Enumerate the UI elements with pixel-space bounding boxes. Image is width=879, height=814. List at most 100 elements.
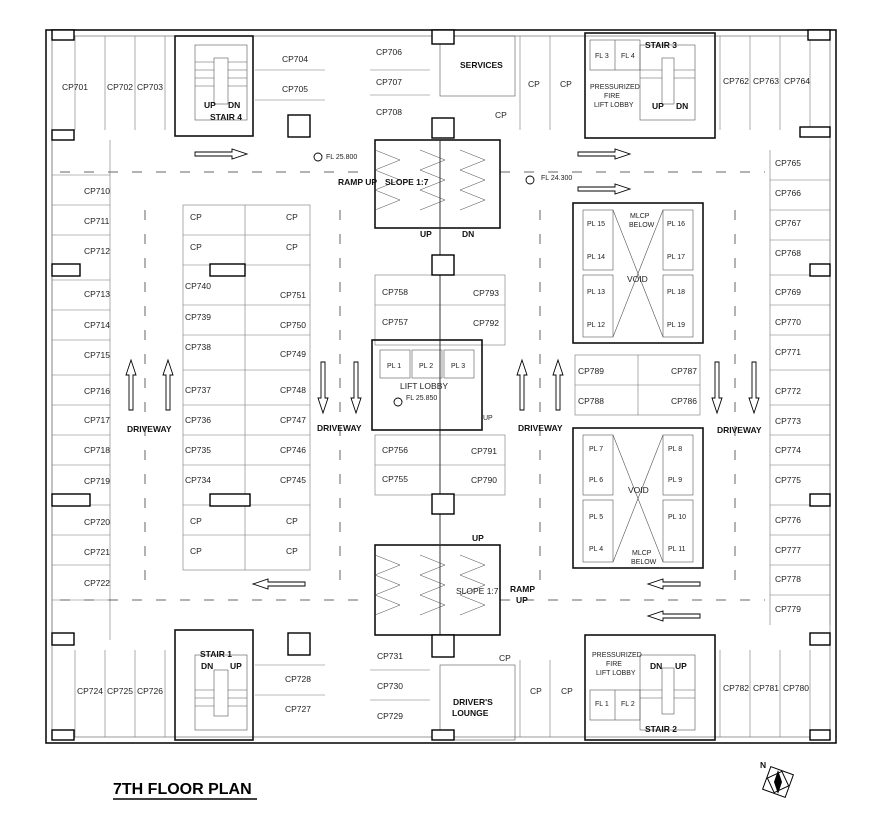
lane-markings (60, 171, 765, 601)
level-label: FL 25.850 (406, 395, 437, 402)
mid-right-bays (574, 354, 701, 416)
dn-label: DN (676, 101, 688, 111)
cp-label: CP746 (280, 445, 306, 455)
lift-label: PL 2 (419, 363, 433, 370)
void-lift-label: PL 17 (667, 254, 685, 261)
cp-label: CP788 (578, 396, 604, 406)
cp-label: CP725 (107, 686, 133, 696)
void-bottom (572, 427, 704, 569)
up-label: UP (483, 415, 493, 422)
cp-label: CP (499, 653, 511, 663)
cp-label: CP763 (753, 76, 779, 86)
cp-label: CP719 (84, 476, 110, 486)
cp-label: CP701 (62, 82, 88, 92)
stair-2-label: STAIR 2 (645, 724, 677, 734)
cp-label: CP750 (280, 320, 306, 330)
cp-label: CP710 (84, 186, 110, 196)
columns (51, 29, 831, 741)
cp-label: CP (286, 242, 298, 252)
driveway-label: DRIVEWAY (717, 425, 762, 435)
services-room (439, 35, 516, 97)
void-lift-label: PL 10 (668, 514, 686, 521)
cp-label: CP773 (775, 416, 801, 426)
mid-left-bays (182, 204, 311, 571)
cp-label: CP775 (775, 475, 801, 485)
fire-lift-label: FL 4 (621, 53, 635, 60)
cp-label: CP734 (185, 475, 211, 485)
cp-label: CP774 (775, 445, 801, 455)
cp-label: CP739 (185, 312, 211, 322)
cp-label: CP716 (84, 386, 110, 396)
cp-label: CP762 (723, 76, 749, 86)
cp-label: CP726 (137, 686, 163, 696)
stair-4-label: STAIR 4 (210, 112, 242, 122)
cp-label: CP (286, 546, 298, 556)
void-lift-label: PL 15 (587, 221, 605, 228)
level-marker-icon (313, 152, 323, 162)
cp-label: CP727 (285, 704, 311, 714)
cp-label: CP747 (280, 415, 306, 425)
stair-1-label: STAIR 1 (200, 649, 232, 659)
lift-label: PL 3 (451, 363, 465, 370)
void-lift-label: PL 9 (668, 477, 682, 484)
cp-label: CP705 (282, 84, 308, 94)
level-label: FL 24.300 (541, 175, 572, 182)
fire-lift-label: FL 1 (595, 701, 609, 708)
stair-1-core (174, 629, 254, 741)
cp-label: CP745 (280, 475, 306, 485)
dn-label: DN (228, 100, 240, 110)
cp-label: CP756 (382, 445, 408, 455)
cp-label: CP777 (775, 545, 801, 555)
void-label: VOID (627, 274, 648, 284)
cp-label: CP717 (84, 415, 110, 425)
cp-label: CP711 (84, 216, 110, 226)
cp-label: CP776 (775, 515, 801, 525)
dn-label: DN (462, 229, 474, 239)
cp-label: CP765 (775, 158, 801, 168)
void-lift-label: PL 5 (589, 514, 603, 521)
drawing-title: 7TH FLOOR PLAN (113, 781, 252, 798)
void-lift-label: PL 4 (589, 546, 603, 553)
cp-label: CP790 (471, 475, 497, 485)
dn-label: DN (201, 661, 213, 671)
cp-label: CP (495, 110, 507, 120)
services-label: SERVICES (460, 60, 503, 70)
ramp-label: RAMP UP (338, 177, 377, 187)
cp-label: CP748 (280, 385, 306, 395)
pressurized-label: FIRE (604, 93, 620, 100)
ramp-label: RAMP (510, 584, 535, 594)
cp-label: CP702 (107, 82, 133, 92)
cp-label: CP737 (185, 385, 211, 395)
cp-label: CP791 (471, 446, 497, 456)
cp-label: CP772 (775, 386, 801, 396)
cp-label: CP749 (280, 349, 306, 359)
cp-label: CP787 (671, 366, 697, 376)
up-label: UP (652, 101, 664, 111)
stair-3-label: STAIR 3 (645, 40, 677, 50)
cp-label: CP782 (723, 683, 749, 693)
cp-label: CP755 (382, 474, 408, 484)
pressurized-label: PRESSURIZED (590, 84, 640, 91)
cp-label: CP (286, 516, 298, 526)
pressurized-label: PRESSURIZED (592, 652, 642, 659)
cp-label: CP708 (376, 107, 402, 117)
north-label: N (760, 760, 766, 770)
left-bays (51, 140, 111, 640)
void-lift-label: PL 12 (587, 322, 605, 329)
up-label: UP (204, 100, 216, 110)
cp-label: CP778 (775, 574, 801, 584)
up-label: UP (230, 661, 242, 671)
void-lift-label: PL 6 (589, 477, 603, 484)
cp-label: CP731 (377, 651, 403, 661)
cp-label: CP724 (77, 686, 103, 696)
cp-label: CP751 (280, 290, 306, 300)
traffic-arrows (125, 148, 760, 622)
level-marker-icon (525, 175, 535, 185)
void-lift-label: PL 14 (587, 254, 605, 261)
cp-label: CP (528, 79, 540, 89)
cp-label: CP766 (775, 188, 801, 198)
void-lift-label: PL 11 (668, 546, 686, 553)
cp-label: CP706 (376, 47, 402, 57)
cp-label: CP740 (185, 281, 211, 291)
void-top (572, 202, 704, 344)
